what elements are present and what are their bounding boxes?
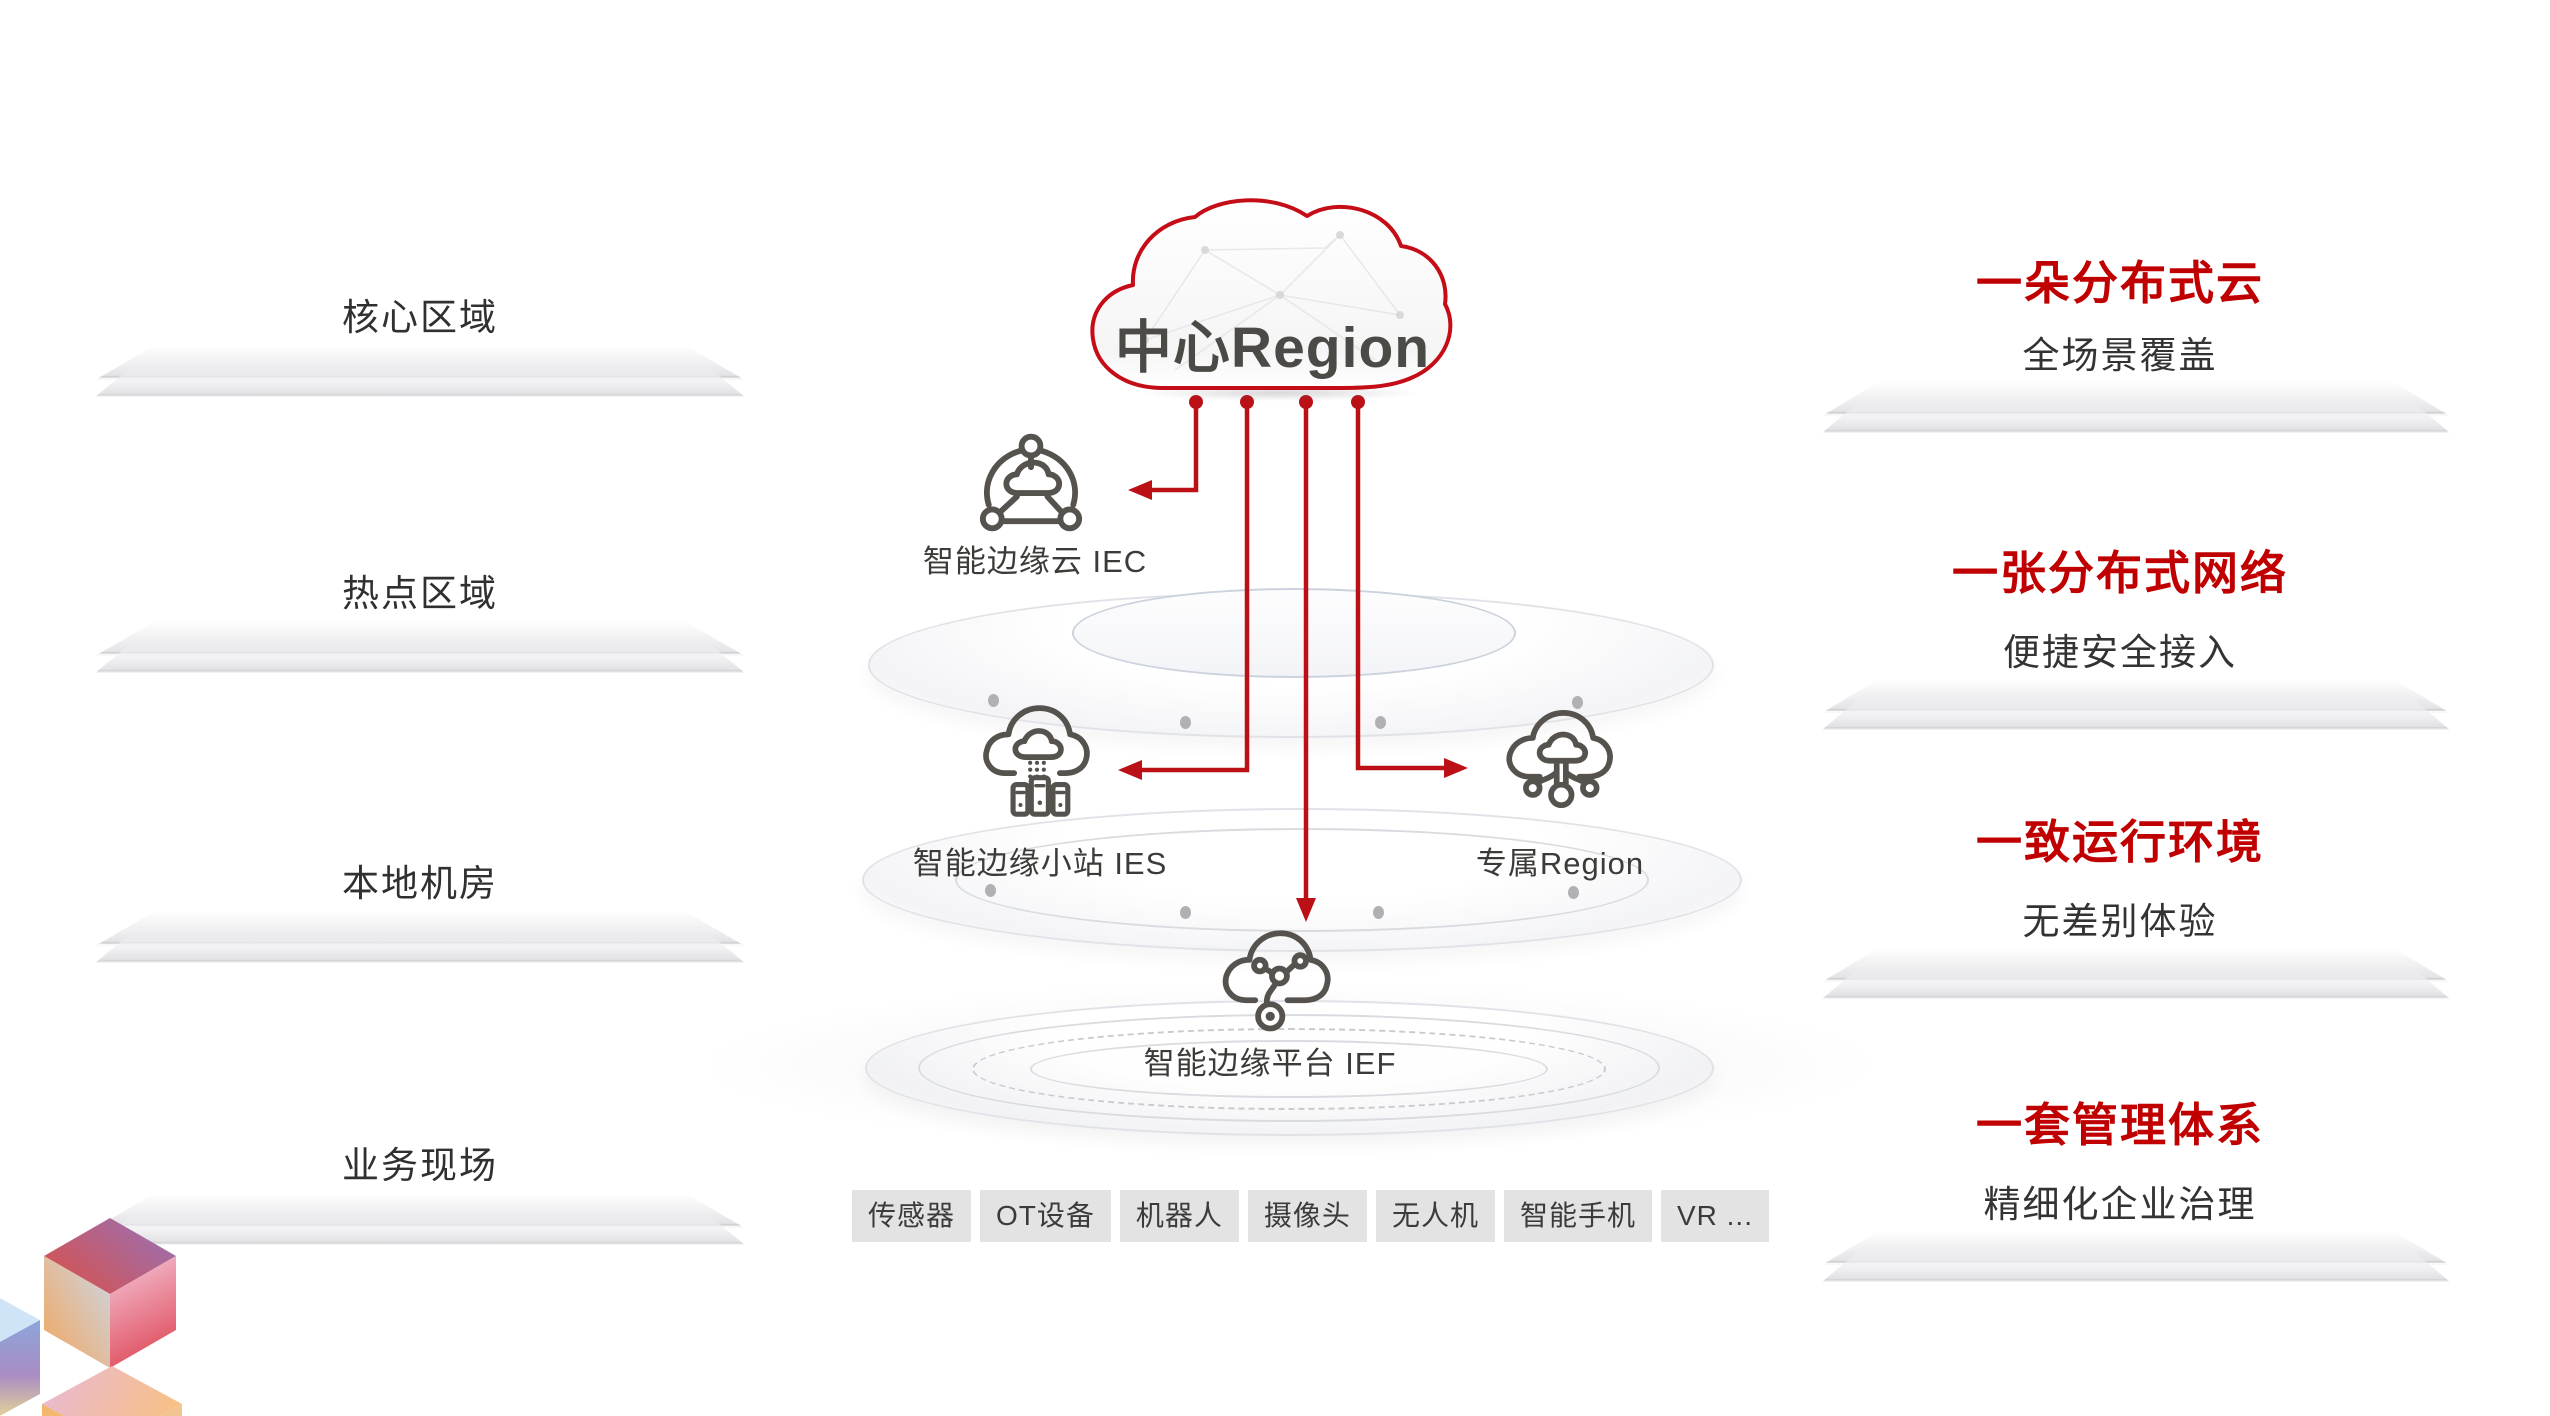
device-chip-ot: OT设备 — [980, 1190, 1111, 1242]
orbit-ring-inner — [1072, 588, 1516, 678]
orbit-dot — [1375, 716, 1386, 729]
feature-subtitle: 无差别体验 — [2022, 901, 2218, 942]
feature-title-distributed-cloud: 一朵分布式云 — [1976, 257, 2264, 309]
orbit-dot — [985, 884, 996, 897]
orbit-dot — [1568, 886, 1579, 899]
device-chip-robot: 机器人 — [1119, 1190, 1239, 1242]
zone-label-hotspot: 热点区域 — [342, 573, 498, 614]
orbit-ring — [918, 1014, 1660, 1122]
platform-shape — [1822, 382, 2450, 442]
device-chip-drone: 无人机 — [1375, 1190, 1495, 1242]
central-region-cloud — [1090, 198, 1453, 390]
orbit-dot — [988, 694, 999, 707]
feature-subtitle: 便捷安全接入 — [2003, 632, 2237, 673]
edge-platform-ief-icon — [1222, 930, 1331, 1032]
dedicated-region-icon — [1506, 710, 1613, 809]
device-chip-row: 传感器 OT设备 机器人 摄像头 无人机 智能手机 VR ... — [852, 1190, 1769, 1242]
platform-shape — [1822, 1231, 2450, 1291]
feature-title-management-system: 一套管理体系 — [1976, 1099, 2264, 1151]
edge-cloud-iec-icon — [979, 433, 1083, 532]
platform-shape — [95, 912, 745, 972]
device-chip-sensor: 传感器 — [852, 1190, 972, 1242]
orbit-dot — [1180, 716, 1191, 729]
zone-label-local-dc: 本地机房 — [342, 863, 498, 904]
orbit-ring — [1030, 1040, 1548, 1098]
platform-shape — [1822, 948, 2450, 1008]
feature-title-consistent-runtime: 一致运行环境 — [1976, 816, 2264, 868]
dedicated-region-label: 专属Region — [1475, 846, 1645, 881]
orbit-ring — [972, 1028, 1606, 1110]
zone-label-core: 核心区域 — [342, 297, 498, 338]
platform-shape — [95, 622, 745, 682]
zone-label-site: 业务现场 — [342, 1145, 498, 1186]
orbit-dot — [1180, 906, 1191, 919]
orbit-ring-inner — [955, 828, 1649, 932]
platform-shape — [95, 1194, 745, 1254]
device-chip-smartphone: 智能手机 — [1503, 1190, 1652, 1242]
ief-label: 智能边缘平台 IEF — [1143, 1046, 1397, 1081]
central-region-title: 中心Region — [1114, 316, 1431, 380]
feature-subtitle: 精细化企业治理 — [1983, 1184, 2257, 1225]
iec-label: 智能边缘云 IEC — [922, 544, 1148, 579]
feature-title-distributed-network: 一张分布式网络 — [1952, 547, 2288, 599]
edge-station-ies-icon — [983, 705, 1090, 817]
platform-shape — [95, 346, 745, 406]
feature-subtitle: 全场景覆盖 — [2022, 335, 2218, 376]
orbit-dot — [1572, 696, 1583, 709]
platform-shape — [1822, 679, 2450, 739]
device-chip-vr: VR ... — [1660, 1190, 1769, 1242]
orbit-dot — [1373, 906, 1384, 919]
device-chip-camera: 摄像头 — [1247, 1190, 1367, 1242]
brand-cubes-graphic — [0, 1218, 182, 1416]
ies-label: 智能边缘小站 IES — [912, 846, 1168, 881]
